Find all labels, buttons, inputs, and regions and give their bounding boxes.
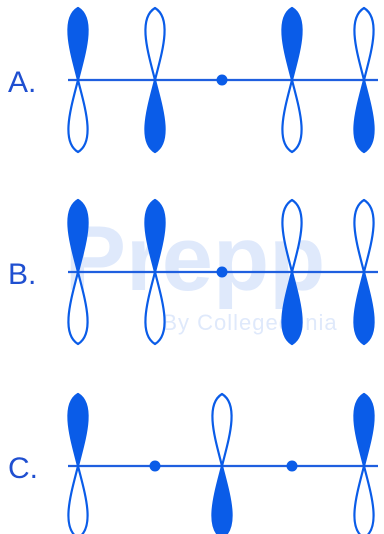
orbital-lobe-upper-filled	[67, 392, 89, 468]
p-orbital	[281, 6, 303, 154]
orbital-rows: A. B. C.	[8, 6, 378, 534]
orbital-lobe-lower-filled	[281, 270, 303, 346]
row-label: B.	[8, 258, 36, 291]
p-orbital	[353, 392, 375, 534]
row-label: A.	[8, 66, 36, 99]
p-orbital	[144, 6, 166, 154]
nodal-point	[216, 266, 228, 278]
nodal-point	[216, 74, 228, 86]
orbital-row: B.	[8, 198, 378, 346]
watermark-tagline: By Collegedunia	[162, 310, 337, 335]
p-orbital	[144, 198, 166, 346]
orbital-lobe-lower-empty	[67, 78, 89, 154]
orbital-lobe-upper-empty	[211, 392, 233, 468]
p-orbital	[67, 392, 89, 534]
orbital-lobe-upper-empty	[281, 198, 303, 274]
p-orbital	[211, 392, 233, 534]
orbital-lobe-upper-filled	[353, 392, 375, 468]
orbital-row: A.	[8, 6, 378, 154]
orbital-lobe-lower-empty	[281, 78, 303, 154]
orbital-lobe-upper-filled	[67, 198, 89, 274]
orbital-row: C.	[8, 392, 378, 534]
p-orbital	[353, 6, 375, 154]
p-orbital	[67, 6, 89, 154]
orbital-lobe-upper-filled	[67, 6, 89, 82]
orbital-lobe-upper-empty	[353, 6, 375, 82]
orbital-lobe-upper-empty	[353, 198, 375, 274]
orbital-lobe-lower-filled	[353, 78, 375, 154]
orbital-lobe-lower-empty	[353, 464, 375, 534]
orbital-lobe-lower-empty	[144, 270, 166, 346]
p-orbital	[67, 198, 89, 346]
orbital-lobe-upper-filled	[281, 6, 303, 82]
orbital-lobe-lower-empty	[67, 270, 89, 346]
p-orbital	[281, 198, 303, 346]
nodal-point	[286, 460, 298, 472]
p-orbital	[353, 198, 375, 346]
orbital-lobe-lower-filled	[353, 270, 375, 346]
row-label: C.	[8, 452, 38, 485]
orbital-lobe-lower-filled	[211, 464, 233, 534]
nodal-point	[149, 460, 161, 472]
orbital-lobe-lower-empty	[67, 464, 89, 534]
orbital-lobe-upper-empty	[144, 6, 166, 82]
orbital-lobe-upper-filled	[144, 198, 166, 274]
orbital-lobe-lower-filled	[144, 78, 166, 154]
